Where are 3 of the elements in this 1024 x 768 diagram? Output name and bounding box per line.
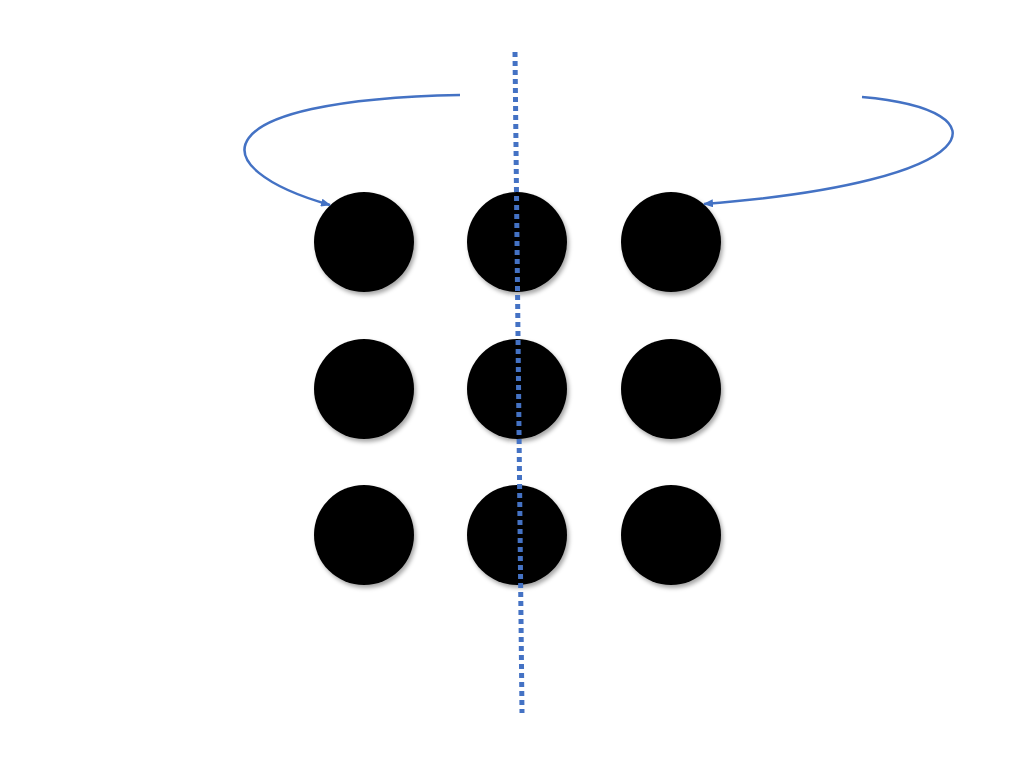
curved-arrow — [243, 93, 461, 207]
circle-dot — [314, 192, 414, 292]
curved-arrow — [703, 95, 954, 208]
